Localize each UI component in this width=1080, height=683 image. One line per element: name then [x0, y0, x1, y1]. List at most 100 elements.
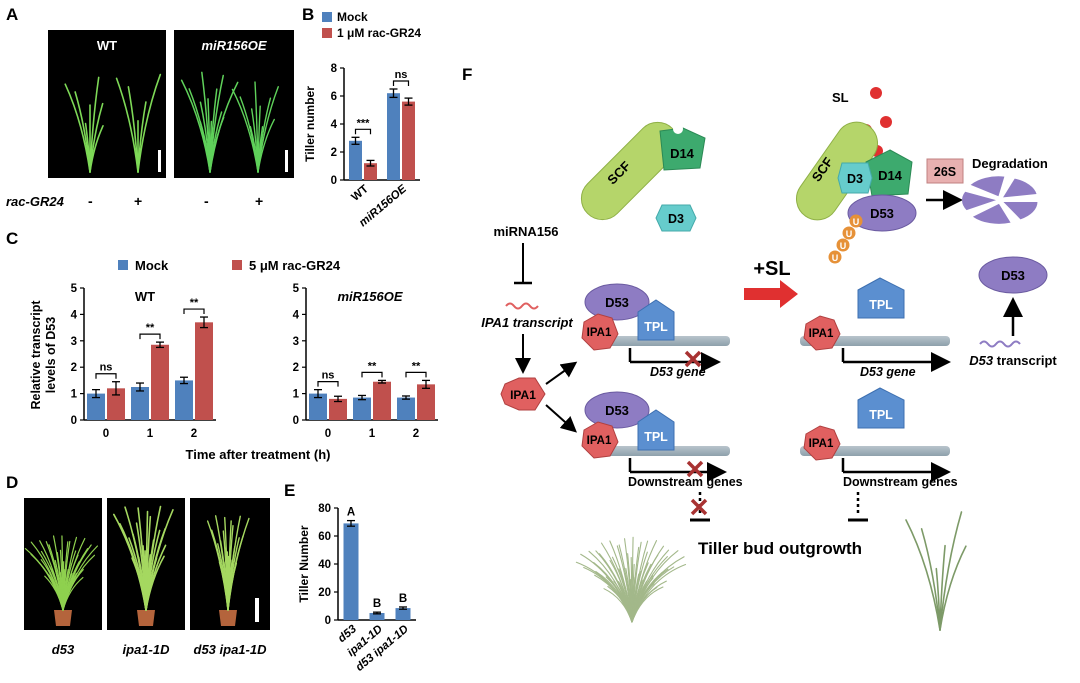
chart-c2-sig-bracket: [405, 371, 427, 378]
chart-c-xlabel: Time after treatment (h): [186, 447, 331, 462]
block-x-left-3: [690, 498, 708, 516]
scf-shape-left: [580, 121, 680, 221]
plant-pot: [54, 610, 72, 626]
d53-transcript-label: D53 transcript: [969, 353, 1057, 368]
chart-e-letter: B: [399, 593, 407, 605]
scf-complex-right: SCF D14 D3 D53 U U U U: [795, 121, 917, 264]
chart-c1-sig-label: **: [146, 322, 155, 334]
chart-c2-sig-label: **: [368, 360, 377, 372]
ipa1-center-label: IPA1: [510, 388, 536, 402]
chart-c1-sig-label: ns: [100, 362, 113, 374]
chart-b-ytick-label: 4: [331, 119, 338, 131]
d53-label-ubiquitinated: D53: [870, 206, 894, 221]
tpl-label-left-1: TPL: [644, 320, 668, 334]
d3-label-right: D3: [847, 172, 863, 186]
wt-photo-label: WT: [97, 38, 117, 53]
chart-c1-sig-label: **: [190, 297, 199, 309]
ipa1-transcript-wave: [505, 302, 539, 310]
illustration-leaf: [939, 545, 967, 631]
chart-e-bar: [369, 613, 385, 620]
block-x-left-2: [686, 460, 704, 478]
left-downstream-complex: D53 IPA1 TPL Downstream genes: [581, 391, 743, 522]
d53-shape-left-2: [584, 391, 650, 429]
ipa1-shape-right-1: [803, 315, 841, 351]
rice-leaf: [137, 73, 162, 173]
tpl-label-left-2: TPL: [644, 430, 668, 444]
chart-c2-ytick-label: 4: [293, 309, 300, 321]
chart-c2-bar: [373, 381, 391, 420]
chart-b-sig-label: ***: [357, 117, 371, 129]
sl-molecule-2: [880, 116, 892, 128]
chart-c1-ytick-label: 1: [71, 389, 78, 401]
legend-c-treat-swatch: [232, 260, 242, 270]
chart-c2-bar: [309, 393, 327, 420]
plant-pot: [219, 610, 237, 626]
chart-c1-xtick-label: 0: [103, 428, 109, 440]
d53-fragment: [972, 203, 1011, 224]
illustration-leaf: [905, 519, 941, 631]
chart-c2-subtitle: miR156OE: [337, 289, 402, 304]
chart-c1-ytick-label: 2: [71, 362, 77, 374]
chart-e-ytick-label: 40: [318, 559, 331, 571]
arrow-to-downstream: [545, 404, 577, 433]
chart-c1-sig-bracket: [95, 373, 117, 379]
ubiquitin-label-2: U: [846, 229, 853, 239]
panel-label-d: D: [6, 473, 18, 492]
d53-fragment: [1003, 202, 1038, 220]
chart-e-ytick-label: 80: [318, 503, 331, 515]
chart-c1-bar: [131, 387, 149, 420]
chart-c1-bar: [151, 344, 169, 420]
ipa1-label-left-1: IPA1: [587, 327, 612, 339]
block-x-left-1: [684, 350, 702, 368]
d53-label-left-2: D53: [605, 403, 629, 418]
illustration-leaf: [920, 528, 941, 631]
chart-e-letter: A: [347, 507, 355, 519]
mark-1: -: [88, 193, 93, 209]
chart-b-bar: [402, 101, 415, 180]
d53-fragments: [962, 176, 1038, 224]
panel-label-e: E: [284, 481, 295, 500]
downstream-label-right: Downstream genes: [843, 475, 958, 489]
tpl-shape-right-2: [857, 387, 905, 429]
ipa1-shape-left-1: [581, 313, 619, 351]
chart-b-ytick-label: 2: [331, 147, 337, 159]
chart-c2-ytick-label: 1: [293, 389, 300, 401]
d14-label-right: D14: [878, 168, 903, 183]
scale-bar-d: [255, 598, 259, 622]
scf-complex-left: SCF D14 D3: [580, 121, 706, 232]
downstream-label-left: Downstream genes: [628, 475, 743, 489]
ipa1-label-right-2: IPA1: [809, 438, 834, 450]
chart-b-bar: [364, 163, 377, 180]
plus-sl-label: +SL: [753, 258, 790, 280]
legend-c-mock: Mock: [135, 258, 169, 273]
d53-label-left-1: D53: [605, 295, 629, 310]
caption-d53: d53: [52, 642, 75, 657]
chart-e-ytick-label: 20: [318, 587, 331, 599]
panel-label-b: B: [302, 5, 314, 24]
chart-c2-ytick-label: 5: [293, 283, 300, 295]
d53-shape-ubiquitinated: [847, 194, 917, 232]
chart-e-bar: [343, 523, 359, 620]
tiller-outgrowth-label: Tiller bud outgrowth: [698, 539, 862, 558]
d53-shape-free: [978, 256, 1048, 294]
legend-b-treat: 1 μM rac-GR24: [337, 26, 421, 40]
dna-left-1: [590, 336, 730, 346]
d53-shape-left-1: [584, 283, 650, 321]
d14-label-left: D14: [670, 146, 695, 161]
d14-shape-right: [865, 149, 913, 197]
ubiquitin-2: [842, 226, 856, 240]
chart-c-ylabel-1: Relative transcript: [29, 300, 43, 410]
chart-c1-bar: [175, 380, 193, 420]
chart-c1-ytick-label: 0: [71, 415, 77, 427]
d3-shape-right: [837, 162, 873, 194]
treatment-label: rac-GR24: [6, 194, 65, 209]
mark-2: +: [134, 193, 142, 209]
rice-plants-a: [64, 71, 279, 173]
sl-label: SL: [832, 90, 849, 105]
chart-c1-ytick-label: 5: [71, 283, 78, 295]
sl-molecule-1: [870, 87, 882, 99]
chart-e-ylabel: Tiller Number: [297, 525, 311, 602]
tpl-label-right-1: TPL: [869, 298, 893, 312]
